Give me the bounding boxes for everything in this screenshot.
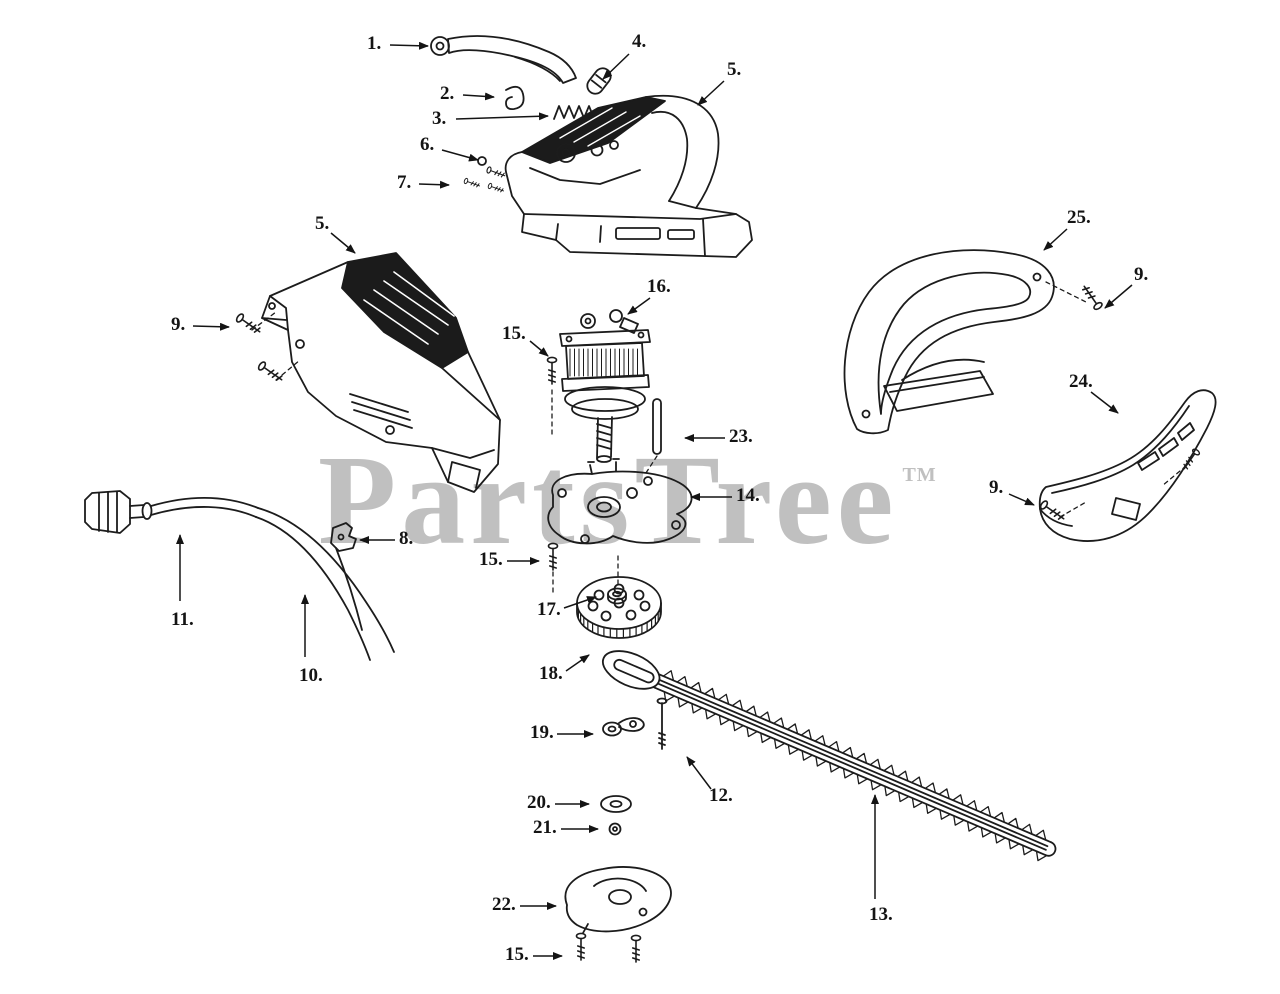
part-drawing-blade xyxy=(602,650,1057,862)
callout-layer: 1. 2. 3. 4. 5. 6. 7. 5. 9. 16. 15. 25. 9. 24. 9. 23. 14.… xyxy=(171,31,1148,965)
part-drawing-screw-15c-1 xyxy=(575,932,587,961)
part-number-label-9b: 9. xyxy=(1134,264,1148,285)
part-drawing-handle-lever xyxy=(430,35,577,84)
part-drawing-eccentric-link xyxy=(602,717,645,737)
part-number-label-8: 8. xyxy=(399,528,413,549)
part-number-label-5a: 5. xyxy=(727,59,741,80)
part-drawing-screw-12 xyxy=(656,697,668,750)
part-number-label-23: 23. xyxy=(729,426,753,447)
part-number-label-9a: 9. xyxy=(171,314,185,335)
part-number-label-12: 12. xyxy=(709,785,733,806)
part-number-label-16: 16. xyxy=(647,276,671,297)
part-drawing-gear-housing-cover xyxy=(547,458,693,545)
part-number-label-25: 25. xyxy=(1067,207,1091,228)
part-arrow-2 xyxy=(462,92,495,101)
part-arrow-9a xyxy=(192,322,230,331)
part-arrow-25 xyxy=(1043,228,1068,251)
part-number-label-15b: 15. xyxy=(479,549,503,570)
part-number-label-19: 19. xyxy=(530,722,554,743)
part-drawing-screw-9a-2 xyxy=(256,359,286,385)
part-arrow-17 xyxy=(563,596,597,609)
part-arrow-3 xyxy=(455,112,549,121)
part-drawing-bushing xyxy=(586,67,612,95)
part-number-label-1: 1. xyxy=(367,33,381,54)
part-arrow-5b xyxy=(330,232,356,254)
part-number-label-7: 7. xyxy=(397,172,411,193)
part-arrow-4 xyxy=(602,53,630,80)
part-arrow-15a xyxy=(529,340,549,357)
part-number-label-17: 17. xyxy=(537,599,561,620)
part-number-label-21: 21. xyxy=(533,817,557,838)
part-number-label-9c: 9. xyxy=(989,477,1003,498)
part-number-label-11: 11. xyxy=(171,609,194,630)
part-number-label-24: 24. xyxy=(1069,371,1093,392)
part-drawing-screw-15c-2 xyxy=(630,934,642,963)
part-number-label-18: 18. xyxy=(539,663,563,684)
part-drawing-loop-handle xyxy=(843,249,1089,435)
part-drawing-upper-housing xyxy=(504,95,753,258)
part-arrow-18 xyxy=(565,654,590,672)
part-number-label-10: 10. xyxy=(299,665,323,686)
part-arrow-24 xyxy=(1090,391,1119,414)
part-drawing-washer xyxy=(600,795,632,813)
part-drawing-switch-screws xyxy=(463,156,507,195)
part-number-label-4: 4. xyxy=(632,31,646,52)
part-drawing-gear xyxy=(576,555,662,639)
parts-artwork xyxy=(84,35,1217,963)
part-drawing-nut xyxy=(608,822,622,836)
part-drawing-power-cord xyxy=(84,490,395,661)
part-drawing-pin xyxy=(643,398,662,477)
part-number-label-15a: 15. xyxy=(502,323,526,344)
part-number-label-3: 3. xyxy=(432,108,446,129)
part-arrow-9b xyxy=(1104,284,1133,309)
part-arrow-12 xyxy=(686,756,712,790)
part-drawing-motor xyxy=(559,309,651,463)
part-arrow-1 xyxy=(389,41,429,50)
part-arrow-7 xyxy=(418,180,450,189)
part-drawing-spring xyxy=(553,105,594,120)
part-drawing-lower-housing xyxy=(251,252,501,493)
part-drawing-screw-9a-1 xyxy=(234,311,264,337)
part-arrow-9c xyxy=(1008,493,1035,506)
part-drawing-clip xyxy=(505,85,525,111)
part-number-label-20: 20. xyxy=(527,792,551,813)
part-drawing-screw-15b xyxy=(547,542,559,593)
part-drawing-hand-guard xyxy=(1038,389,1217,542)
part-arrow-16 xyxy=(627,297,651,315)
part-number-label-2: 2. xyxy=(440,83,454,104)
part-drawing-screw-15a xyxy=(546,356,558,435)
part-drawing-screw-9b xyxy=(1079,282,1105,312)
part-number-label-15c: 15. xyxy=(505,944,529,965)
part-number-label-5b: 5. xyxy=(315,213,329,234)
part-arrow-6 xyxy=(441,149,479,162)
part-number-label-14: 14. xyxy=(736,485,760,506)
part-number-label-6: 6. xyxy=(420,134,434,155)
part-drawing-blade-plate xyxy=(564,866,672,934)
part-drawing-screw-9c xyxy=(1038,498,1087,524)
part-number-label-22: 22. xyxy=(492,894,516,915)
part-arrow-5a xyxy=(697,80,725,106)
part-drawing-cord-clamp xyxy=(330,522,357,552)
part-number-label-13: 13. xyxy=(869,904,893,925)
